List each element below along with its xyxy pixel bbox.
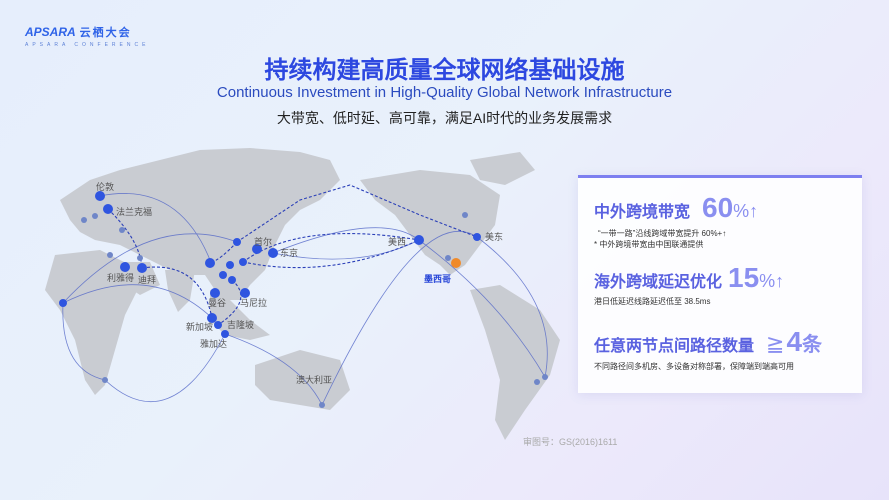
network-node (137, 255, 143, 261)
label-london: 伦敦 (96, 181, 114, 193)
network-node (445, 255, 451, 261)
label-useast: 美东 (485, 231, 503, 243)
label-tokyo: 东京 (280, 247, 298, 259)
network-node (462, 212, 468, 218)
network-node (233, 238, 241, 246)
network-node (268, 248, 278, 258)
label-jakarta: 雅加达 (200, 338, 227, 350)
australia (255, 350, 350, 410)
continents (45, 148, 560, 440)
network-node (239, 258, 247, 266)
network-node (228, 276, 236, 284)
network-node (102, 377, 108, 383)
greenland (470, 152, 535, 185)
mexico-node (451, 258, 461, 268)
label-seoul: 首尔 (254, 236, 272, 248)
south-america (470, 285, 560, 440)
network-node (214, 321, 222, 329)
network-node (240, 288, 250, 298)
network-node (319, 402, 325, 408)
network-node (207, 313, 217, 323)
city-labels: 伦敦 法兰克福 利雅得 迪拜 首尔 东京 曼谷 马尼拉 新加坡 吉隆坡 雅加达 … (96, 181, 503, 386)
label-mexico: 墨西哥 (424, 274, 451, 285)
network-node (119, 227, 125, 233)
network-node (103, 204, 113, 214)
network-node (534, 379, 540, 385)
label-singapore: 新加坡 (186, 321, 213, 333)
network-node (205, 258, 215, 268)
label-manila: 马尼拉 (240, 297, 267, 309)
network-node (95, 191, 105, 201)
network-node (219, 271, 227, 279)
eurasia (60, 148, 340, 300)
network-node (226, 261, 234, 269)
label-frankfurt: 法兰克福 (116, 206, 152, 218)
label-uswest: 美西 (388, 236, 406, 248)
network-node (92, 213, 98, 219)
network-node (221, 330, 229, 338)
map-approval-number: 审图号：GS(2016)1611 (523, 437, 618, 447)
network-routes (62, 193, 548, 406)
nodes (59, 191, 548, 408)
label-dubai: 迪拜 (138, 274, 156, 286)
network-node (59, 299, 67, 307)
label-kualalumpur: 吉隆坡 (227, 319, 254, 331)
label-bangkok: 曼谷 (208, 298, 226, 309)
stat-paths: 任意两节点间路径数量≧4条 不同路径间多机房、多设备对称部署，保障端到端高可用 (594, 326, 823, 371)
network-node (81, 217, 87, 223)
north-america (360, 170, 500, 275)
network-node (414, 235, 424, 245)
tagline: 大带宽、低时延、高可靠，满足AI时代的业务发展需求 (276, 110, 613, 126)
page-subtitle: Continuous Investment in High-Quality Gl… (216, 84, 673, 101)
africa (45, 250, 140, 395)
network-node (473, 233, 481, 241)
network-node (107, 252, 113, 258)
label-australia: 澳大利亚 (296, 374, 332, 386)
network-node (210, 288, 220, 298)
network-node (137, 263, 147, 273)
network-node (252, 244, 262, 254)
network-node (542, 374, 548, 380)
arabia (120, 262, 160, 295)
se-asia (210, 290, 270, 340)
page-title: 持续构建高质量全球网络基础设施 (264, 57, 625, 84)
label-riyadh: 利雅得 (107, 272, 134, 284)
india (165, 270, 195, 312)
network-node (120, 262, 130, 272)
